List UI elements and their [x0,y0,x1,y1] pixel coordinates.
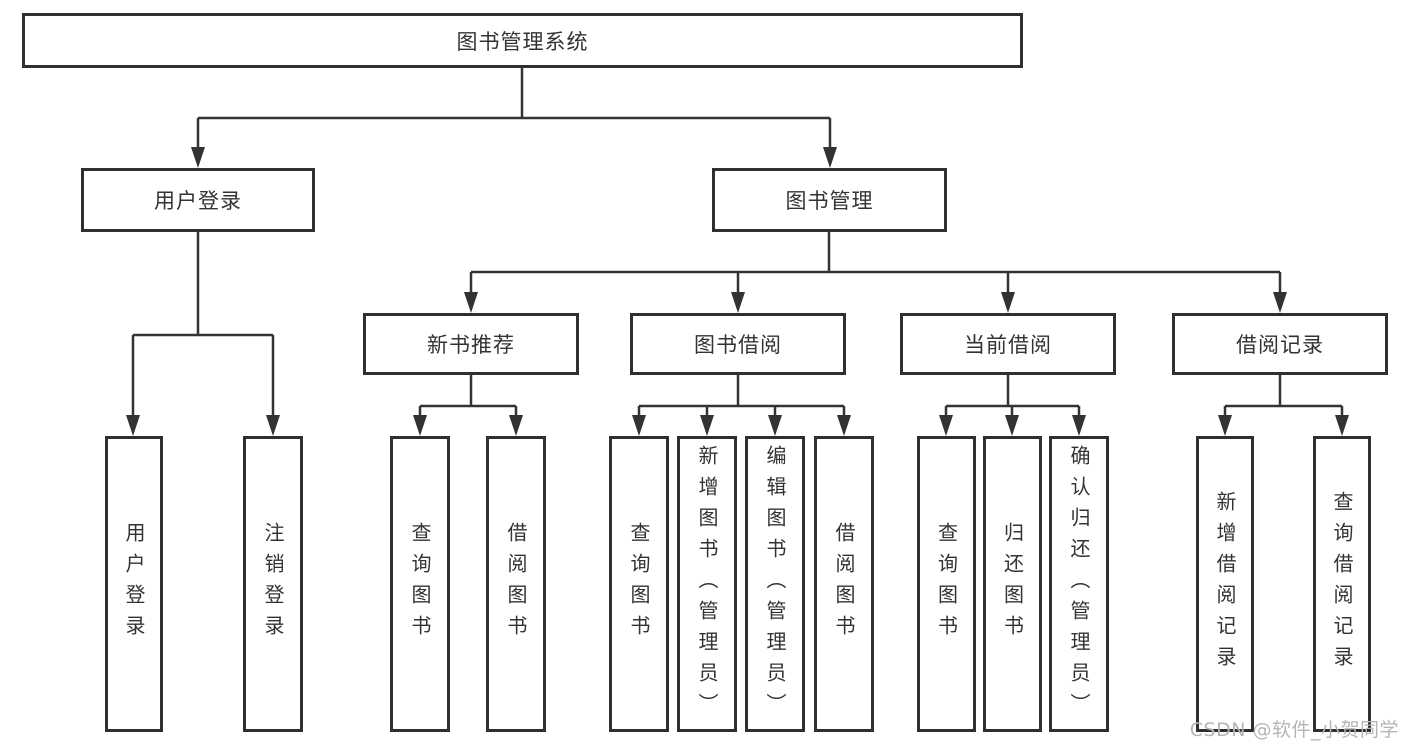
node-borrowing-records: 借阅记录 [1172,313,1388,375]
leaf-query-borrow-record: 查询借阅记录 [1313,436,1371,732]
connector-root-to-level2 [196,68,832,164]
connector-records-to-leaves [1223,375,1344,432]
node-label: 查询图书 [627,522,651,646]
leaf-query-books-3: 查询图书 [917,436,976,732]
leaf-borrow-books-1: 借阅图书 [486,436,546,732]
node-label: 图书管理 [785,189,874,213]
watermark: CSDN @软件_小贺同学 [1189,719,1399,741]
leaf-borrow-books-2: 借阅图书 [814,436,874,732]
connector-userlogin-to-leaves [131,232,275,432]
leaf-query-books-1: 查询图书 [390,436,450,732]
node-label: 编辑图书（管理员） [763,444,787,724]
node-book-management: 图书管理 [712,168,947,232]
leaf-logout: 注销登录 [243,436,303,732]
node-label: 新书推荐 [427,333,515,357]
node-label: 注销登录 [261,522,285,646]
node-label: 新增图书（管理员） [695,444,719,724]
connector-bookmgmt-to-level3 [469,232,1282,309]
node-new-book-recommendation: 新书推荐 [363,313,579,375]
node-label: 查询图书 [408,522,432,646]
leaf-add-borrow-record: 新增借阅记录 [1196,436,1254,732]
node-label: 确认归还（管理员） [1067,444,1091,724]
node-label: 查询借阅记录 [1330,491,1354,677]
node-label: 归还图书 [1000,522,1025,646]
node-label: 新增借阅记录 [1213,491,1237,677]
node-library-management-system: 图书管理系统 [22,13,1023,68]
connector-newbook-to-leaves [418,375,518,432]
node-label: 当前借阅 [964,333,1052,357]
node-label: 借阅记录 [1236,333,1324,357]
leaf-confirm-return-admin: 确认归还（管理员） [1049,436,1109,732]
node-label: 借阅图书 [504,522,528,646]
node-label: 图书管理系统 [456,29,589,54]
leaf-user-login: 用户登录 [105,436,163,732]
connector-bookborrow-to-leaves [637,375,846,432]
node-book-borrowing: 图书借阅 [630,313,846,375]
node-label: 查询图书 [934,522,959,646]
arrowheads [126,147,1349,436]
node-label: 图书借阅 [694,333,782,357]
node-user-login: 用户登录 [81,168,315,232]
leaf-edit-books-admin: 编辑图书（管理员） [745,436,805,732]
leaf-return-books: 归还图书 [983,436,1042,732]
node-label: 借阅图书 [832,522,856,646]
leaf-add-books-admin: 新增图书（管理员） [677,436,737,732]
leaf-query-books-2: 查询图书 [609,436,669,732]
node-label: 用户登录 [122,522,146,646]
node-current-borrowing: 当前借阅 [900,313,1116,375]
node-label: 用户登录 [154,189,242,213]
